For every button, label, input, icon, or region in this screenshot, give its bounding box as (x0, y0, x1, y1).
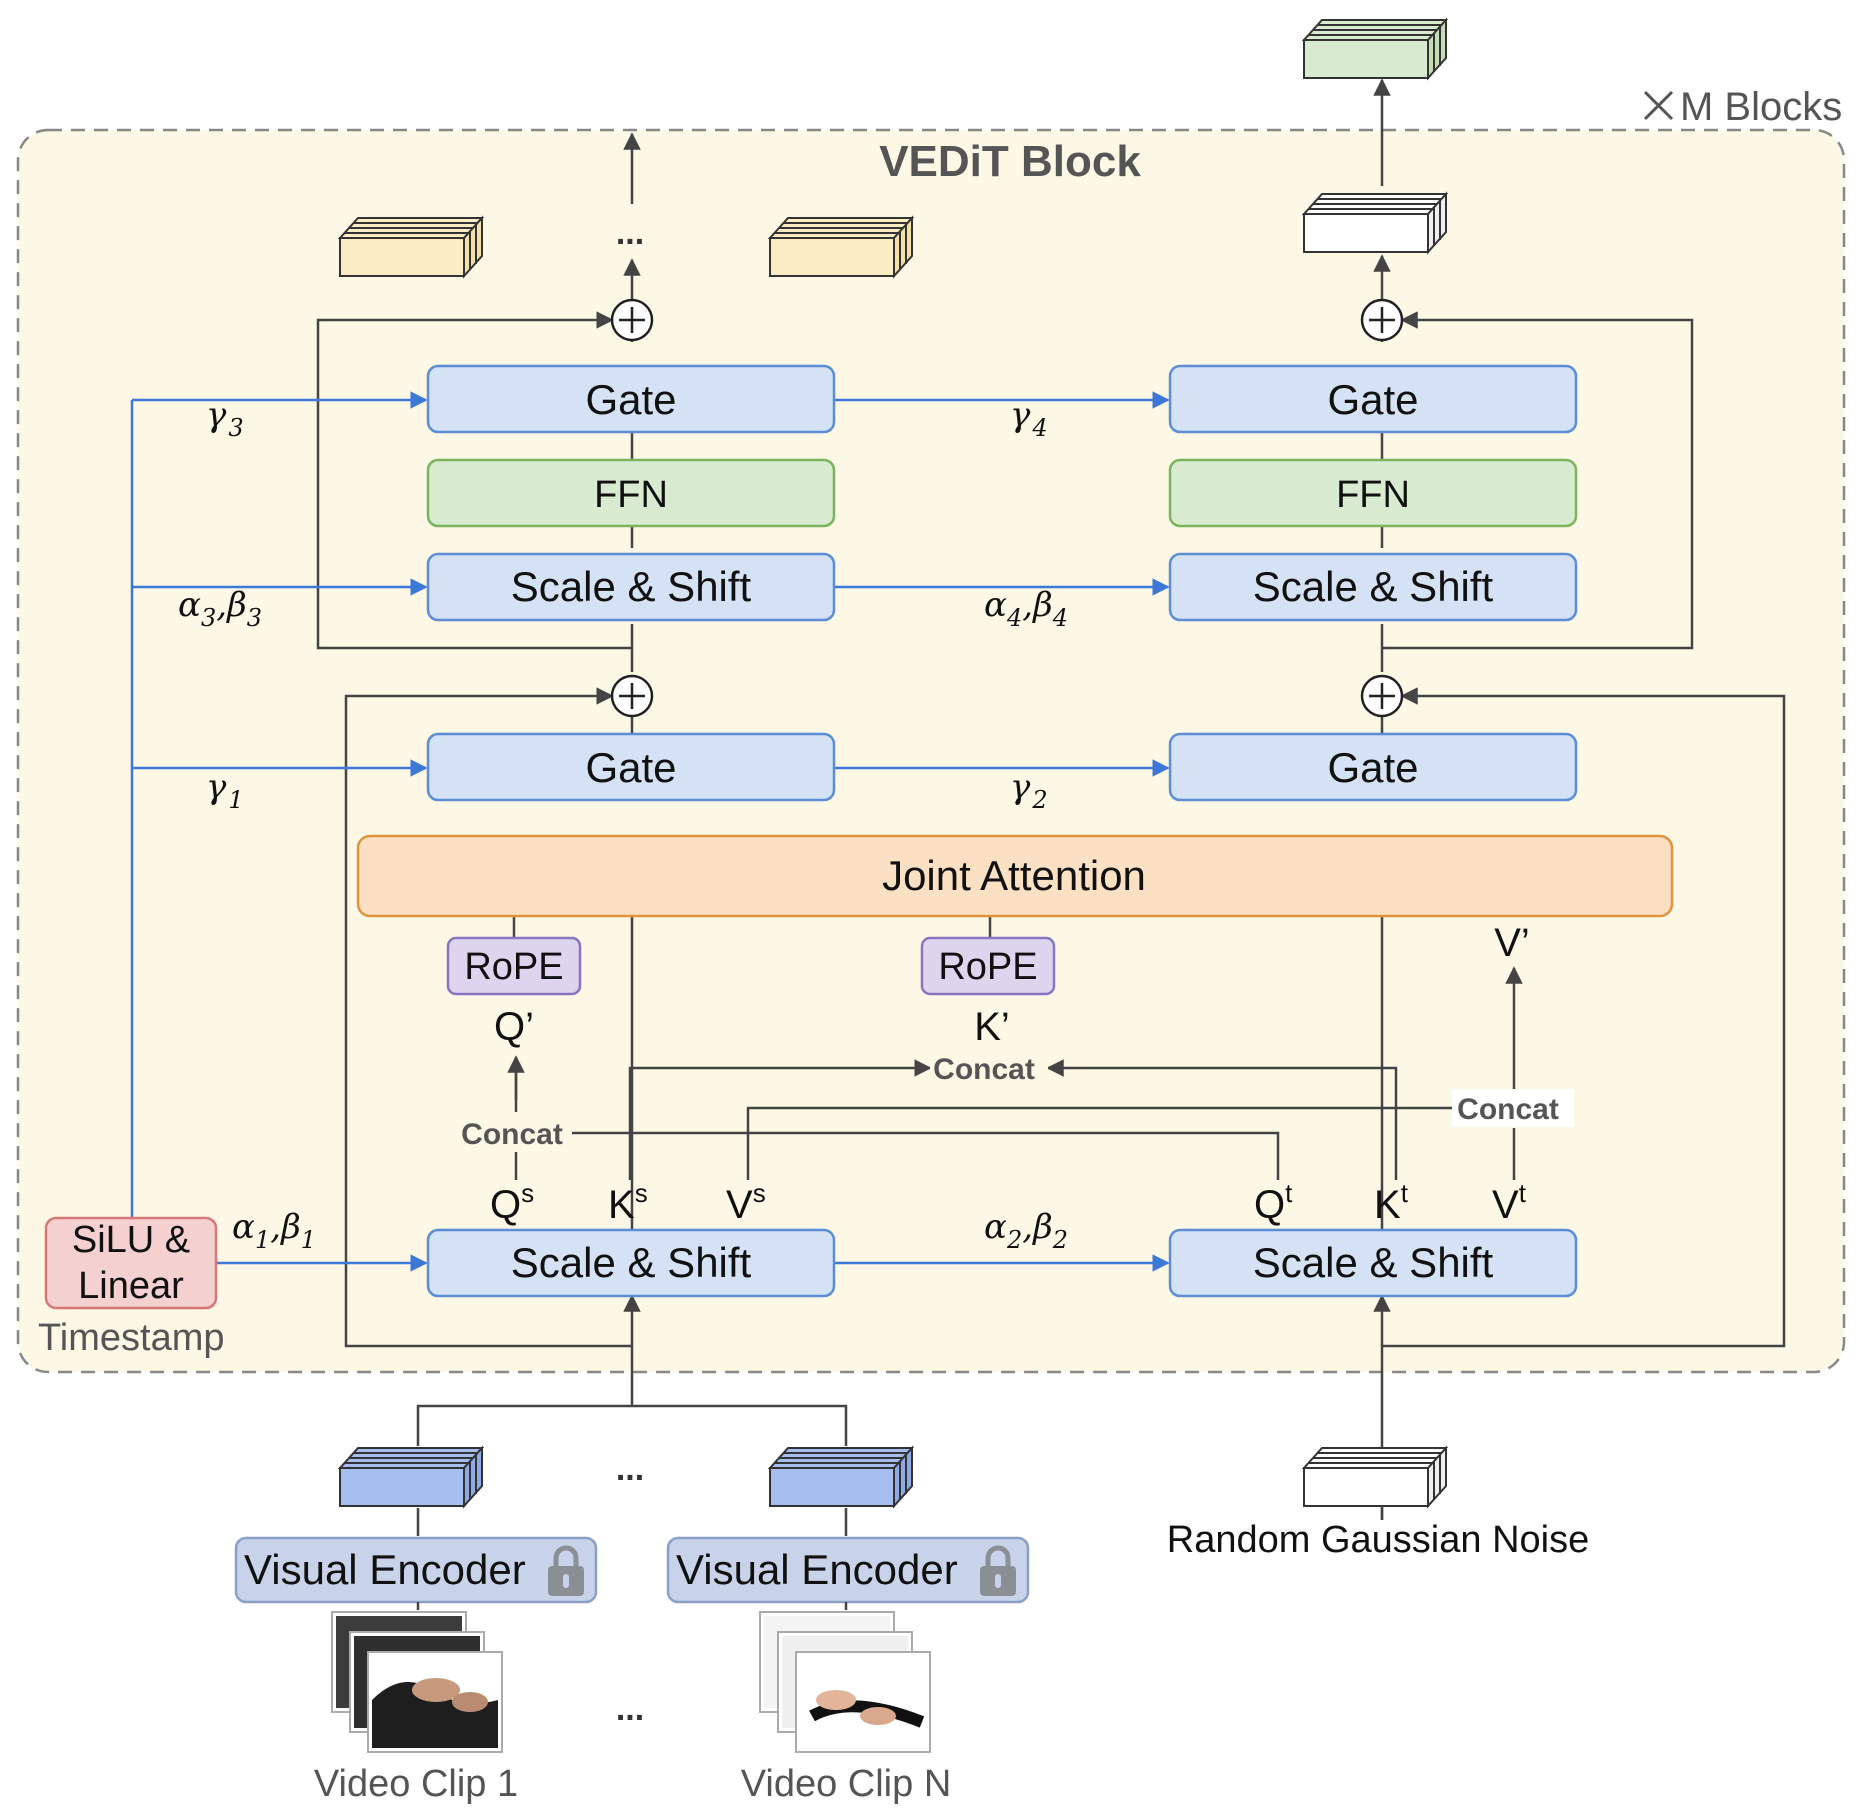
svg-text:FFN: FFN (1336, 474, 1410, 516)
concat-label-q: Concat (452, 1114, 572, 1152)
svg-text:Visual Encoder: Visual Encoder (676, 1546, 958, 1593)
video-clip-n-frames (759, 1611, 931, 1753)
ellipsis-top: ... (616, 214, 644, 252)
right-gate-top: Gate (1168, 364, 1578, 434)
video-clip-1-label: Video Clip 1 (314, 1763, 518, 1805)
k-prime-label: K’ (974, 1005, 1010, 1049)
svg-text:SiLU &: SiLU & (72, 1219, 190, 1261)
token-stack-output-left-1 (337, 215, 485, 279)
svg-text:Concat: Concat (933, 1053, 1035, 1086)
left-gate-bottom: Gate (426, 732, 836, 802)
q-t-label: Qt (1254, 1178, 1293, 1227)
gamma-3-label: γ3 (206, 395, 244, 442)
repeat-label: M Blocks (1680, 85, 1842, 129)
left-ffn: FFN (426, 458, 836, 528)
svg-text:RoPE: RoPE (464, 946, 563, 988)
alpha-beta-4-label: α4,β4 (984, 585, 1068, 632)
gamma-4-label: γ4 (1010, 395, 1048, 442)
svg-text:Gate: Gate (585, 376, 676, 423)
svg-text:Visual Encoder: Visual Encoder (244, 1546, 526, 1593)
right-gate-bottom: Gate (1168, 732, 1578, 802)
q-prime-label: Q’ (494, 1005, 534, 1049)
visual-encoder-box-n: Visual Encoder (666, 1536, 1030, 1604)
lock-icon (548, 1545, 584, 1596)
token-stack-final-output (1301, 17, 1449, 81)
noise-label: Random Gaussian Noise (1167, 1519, 1589, 1561)
alpha-beta-1-label: α1,β1 (232, 1207, 316, 1254)
svg-text:Linear: Linear (78, 1265, 184, 1307)
timestamp-label: Timestamp (38, 1317, 225, 1359)
token-stack-noise (1301, 1445, 1449, 1509)
svg-text:FFN: FFN (594, 474, 668, 516)
timestep-param-lines (130, 391, 1170, 1272)
svg-text:Concat: Concat (461, 1118, 563, 1151)
right-scale-shift-bottom: Scale & Shift (1168, 1228, 1578, 1298)
times-icon (1643, 90, 1674, 121)
left-scale-shift-bottom: Scale & Shift (426, 1228, 836, 1298)
ellipsis-encoders: ... (616, 1450, 644, 1488)
concat-label-v: Concat (1452, 1089, 1574, 1127)
token-stack-right-inner (1301, 191, 1449, 255)
concat-label-k: Concat (930, 1049, 1048, 1087)
right-scale-shift-top: Scale & Shift (1168, 552, 1578, 622)
svg-text:Gate: Gate (585, 744, 676, 791)
gamma-2-label: γ2 (1010, 767, 1048, 814)
visual-encoder-box-1: Visual Encoder (234, 1536, 598, 1604)
alpha-beta-3-label: α3,β3 (178, 585, 262, 632)
svg-text:Joint Attention: Joint Attention (882, 852, 1146, 899)
video-clip-n-label: Video Clip N (741, 1763, 952, 1805)
rope-box-q: RoPE (446, 936, 582, 996)
connector-lines (316, 78, 1786, 1536)
token-stack-encoder-1 (337, 1445, 485, 1509)
svg-text:Gate: Gate (1327, 376, 1418, 423)
left-scale-shift-top: Scale & Shift (426, 552, 836, 622)
v-t-label: Vt (1492, 1178, 1527, 1227)
lock-icon (980, 1545, 1016, 1596)
svg-text:RoPE: RoPE (938, 946, 1037, 988)
add-circle-right-bottom (1360, 674, 1404, 718)
silu-linear-box: SiLU & Linear (44, 1216, 218, 1310)
svg-text:Concat: Concat (1457, 1093, 1559, 1126)
svg-text:Scale & Shift: Scale & Shift (1253, 1239, 1494, 1286)
ellipsis-clips: ... (616, 1690, 644, 1728)
vedit-block-container (16, 128, 1846, 1374)
svg-text:Gate: Gate (1327, 744, 1418, 791)
rope-box-k: RoPE (920, 936, 1056, 996)
token-stack-output-left-n (767, 215, 915, 279)
q-s-label: Qs (490, 1178, 534, 1227)
gamma-1-label: γ1 (206, 767, 244, 814)
svg-text:Scale & Shift: Scale & Shift (1253, 563, 1494, 610)
video-clip-1-frames (331, 1611, 503, 1753)
add-circle-left-bottom (610, 674, 654, 718)
left-gate-top: Gate (426, 364, 836, 434)
svg-text:Scale & Shift: Scale & Shift (511, 563, 752, 610)
joint-attention-box: Joint Attention (356, 834, 1674, 918)
v-prime-label: V’ (1494, 921, 1530, 965)
v-s-label: Vs (726, 1178, 766, 1227)
svg-text:Scale & Shift: Scale & Shift (511, 1239, 752, 1286)
k-s-label: Ks (608, 1178, 648, 1227)
block-title: VEDiT Block (879, 137, 1141, 186)
alpha-beta-2-label: α2,β2 (984, 1207, 1068, 1254)
add-circle-left-top (610, 298, 654, 342)
right-ffn: FFN (1168, 458, 1578, 528)
k-t-label: Kt (1374, 1178, 1409, 1227)
token-stack-encoder-n (767, 1445, 915, 1509)
add-circle-right-top (1360, 298, 1404, 342)
